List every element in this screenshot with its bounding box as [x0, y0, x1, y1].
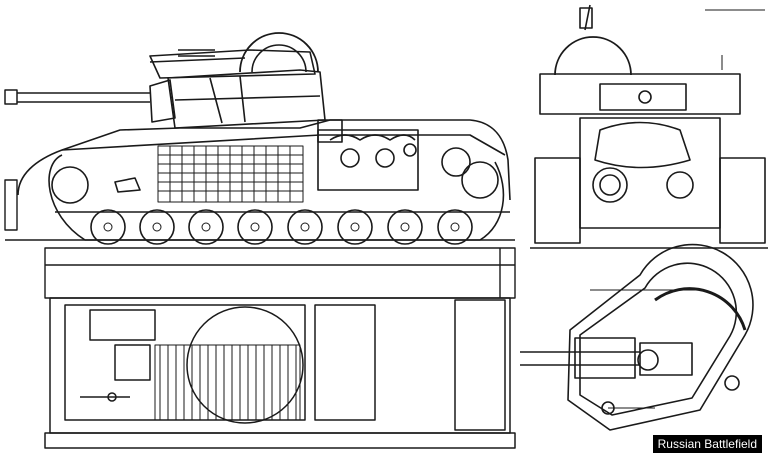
side-view-stand [4, 179, 516, 299]
watermark: Russian Battlefield [652, 435, 762, 453]
side-view [4, 32, 511, 245]
turret-top-view [520, 243, 754, 431]
hull-underside-view [44, 297, 516, 449]
front-view [530, 4, 768, 249]
